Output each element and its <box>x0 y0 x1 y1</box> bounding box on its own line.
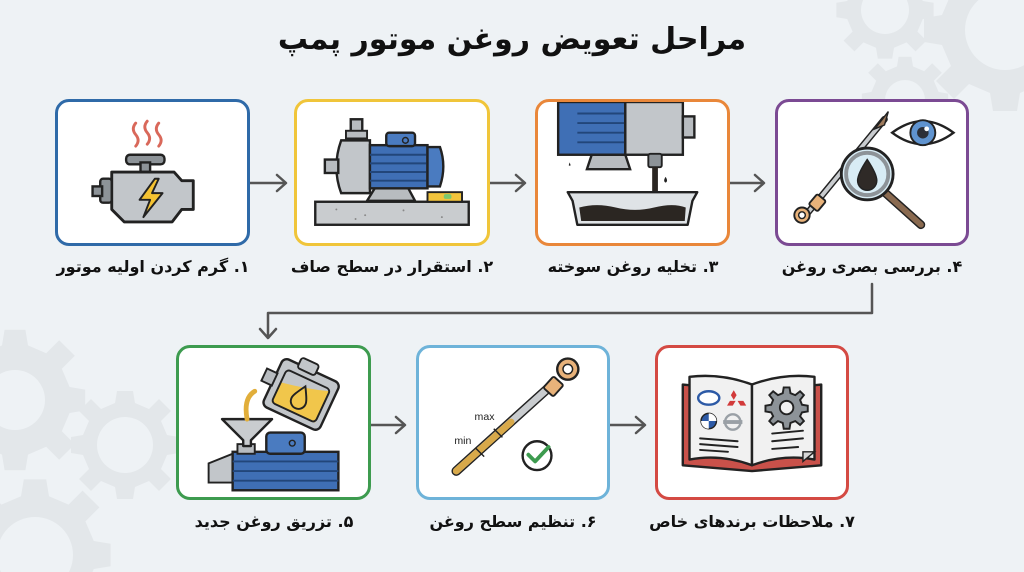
arrow-1-to-2 <box>248 173 288 193</box>
step-1-label: ۱. گرم کردن اولیه موتور <box>56 257 250 276</box>
max-marker: max <box>475 411 496 423</box>
min-marker: min <box>454 435 471 447</box>
step-6-card: max min <box>416 345 610 500</box>
pump-on-level-surface-icon <box>314 118 470 226</box>
engine-heating-icon <box>91 119 195 224</box>
step-5-card <box>176 345 371 500</box>
step-2-label: ۲. استقرار در سطح صاف <box>290 257 494 276</box>
arrow-6-to-7 <box>608 415 647 435</box>
gear-icon <box>764 386 809 430</box>
oil-drain-pan-icon <box>556 102 699 226</box>
dipstick-level-check-icon: max min <box>451 357 580 476</box>
arrow-4-to-5 <box>258 282 874 340</box>
step-6-label: ۶. تنظیم سطح روغن <box>429 512 597 531</box>
mitsubishi-logo-icon <box>727 390 747 406</box>
step-7-label: ۷. ملاحظات برندهای خاص <box>649 512 855 531</box>
arrow-3-to-4 <box>728 173 766 193</box>
hyundai-logo-icon <box>696 390 721 406</box>
step-5-label: ۵. تزریق روغن جدید <box>194 512 354 531</box>
step-7-card <box>655 345 849 500</box>
step-2-card <box>294 99 490 246</box>
oil-pour-funnel-icon <box>207 357 340 492</box>
step-4-label: ۴. بررسی بصری روغن <box>781 257 963 276</box>
arrow-5-to-6 <box>369 415 407 435</box>
step-3-label: ۳. تخلیه روغن سوخته <box>547 257 719 276</box>
arrow-2-to-3 <box>488 173 527 193</box>
dipstick-magnifier-eye-icon <box>793 111 956 230</box>
page-title: مراحل تعویض روغن موتور پمپ <box>277 22 747 57</box>
step-4-card <box>775 99 969 246</box>
step-1-card <box>55 99 250 246</box>
step-3-card <box>535 99 730 246</box>
brand-manual-book-icon <box>681 374 823 473</box>
